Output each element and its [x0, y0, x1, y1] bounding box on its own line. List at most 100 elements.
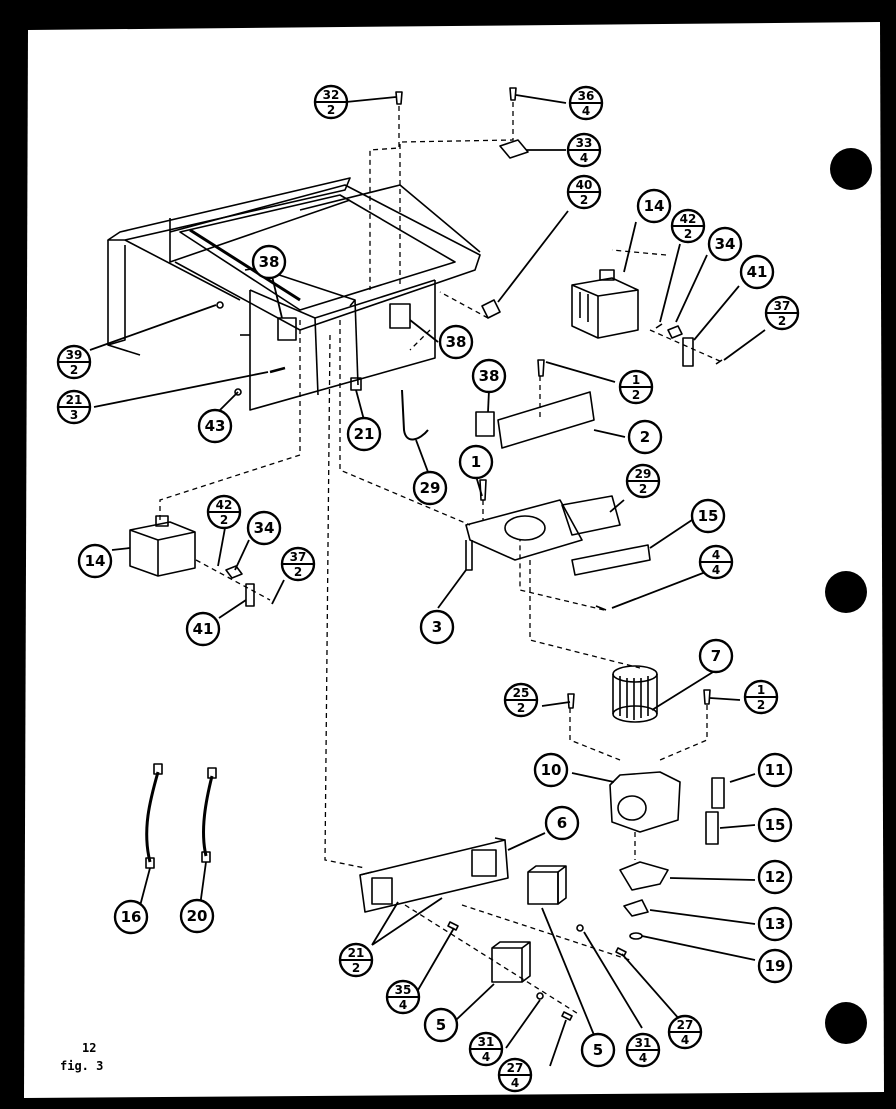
- callout-part-number: 36: [578, 89, 595, 103]
- callout-circle: [346, 416, 382, 452]
- callout-quantity: 3: [70, 408, 78, 422]
- callout-part-number: 27: [507, 1061, 524, 1075]
- callout-circle: [757, 948, 793, 984]
- callout-quantity: 2: [70, 363, 78, 377]
- callout-quantity: 4: [399, 998, 407, 1012]
- callout-27: 274: [497, 1057, 533, 1093]
- transformer-5b: [491, 941, 531, 983]
- callout-part-number: 40: [576, 178, 593, 192]
- callout-part-number: 6: [557, 814, 567, 832]
- callout-quantity: 4: [511, 1076, 519, 1090]
- callout-part-number: 5: [436, 1016, 446, 1034]
- callout-circle: [636, 188, 672, 224]
- callout-quantity: 2: [517, 701, 525, 715]
- callout-part-number: 38: [259, 253, 280, 271]
- callout-part-number: 35: [395, 983, 412, 997]
- callout-1: 12: [618, 369, 654, 405]
- screw-27b: [561, 1011, 573, 1021]
- bracket-6: [359, 837, 509, 913]
- bracket-33: [499, 139, 529, 159]
- callout-42: 422: [206, 494, 242, 530]
- callout-part-number: 2: [640, 428, 650, 446]
- motor-12: [619, 861, 669, 891]
- callout-37: 372: [280, 546, 316, 582]
- callout-34: 34: [707, 226, 743, 262]
- callout-43: 43: [197, 408, 233, 444]
- callout-part-number: 20: [187, 907, 208, 925]
- callout-quantity: 2: [757, 698, 765, 712]
- callout-41: 41: [739, 254, 775, 290]
- callout-part-number: 43: [205, 417, 226, 435]
- callout-part-number: 37: [774, 299, 791, 313]
- callout-25: 252: [503, 682, 539, 718]
- callout-part-number: 32: [323, 88, 340, 102]
- callout-37: 372: [764, 295, 800, 331]
- callout-quantity: 4: [482, 1050, 490, 1064]
- callout-part-number: 10: [541, 761, 562, 779]
- callout-15: 15: [757, 807, 793, 843]
- fan-blower-7: [612, 665, 658, 723]
- callout-31: 314: [468, 1031, 504, 1067]
- callout-part-number: 41: [193, 620, 214, 638]
- callout-part-number: 15: [765, 816, 786, 834]
- callout-part-number: 5: [593, 1041, 603, 1059]
- callout-quantity: 2: [294, 565, 302, 579]
- callout-part-number: 1: [632, 373, 640, 387]
- callout-quantity: 4: [582, 104, 590, 118]
- callout-circle: [419, 609, 455, 645]
- bracket-15b: [705, 811, 719, 845]
- callout-quantity: 4: [580, 151, 588, 165]
- screw-35: [447, 921, 459, 931]
- callout-circle: [580, 1032, 616, 1068]
- callout-3: 3: [419, 609, 455, 645]
- callout-circle: [179, 898, 215, 934]
- callout-circle: [458, 444, 494, 480]
- callout-part-number: 42: [216, 498, 233, 512]
- callout-circle: [438, 324, 474, 360]
- callout-21: 213: [56, 389, 92, 425]
- callout-5: 5: [580, 1032, 616, 1068]
- callout-21: 21: [346, 416, 382, 452]
- callout-quantity: 4: [712, 563, 720, 577]
- callout-circle: [698, 638, 734, 674]
- callout-42: 422: [670, 208, 706, 244]
- callout-part-number: 38: [446, 333, 467, 351]
- callout-part-number: 34: [715, 235, 736, 253]
- magnetron-left: [129, 515, 255, 607]
- callout-16: 16: [113, 899, 149, 935]
- callout-part-number: 34: [254, 519, 275, 537]
- punch-hole: [825, 1002, 867, 1044]
- paper: [24, 22, 884, 1098]
- callout-part-number: 12: [765, 868, 786, 886]
- wire-20: [202, 775, 214, 857]
- callout-41: 41: [185, 611, 221, 647]
- callout-21: 212: [338, 942, 374, 978]
- callout-1: 1: [458, 444, 494, 480]
- transformer-5a: [527, 865, 567, 905]
- callout-circle: [707, 226, 743, 262]
- nut-40: [481, 299, 501, 319]
- clip-13: [623, 899, 649, 917]
- assembly-lines: [159, 102, 723, 1016]
- callout-circle: [412, 470, 448, 506]
- callout-35: 354: [385, 979, 421, 1015]
- callout-38: 38: [438, 324, 474, 360]
- callout-circle: [197, 408, 233, 444]
- callout-part-number: 1: [757, 683, 765, 697]
- callout-circle: [423, 1007, 459, 1043]
- page-number: 12: [82, 1041, 96, 1055]
- callout-part-number: 1: [471, 453, 481, 471]
- callout-circle: [627, 419, 663, 455]
- callout-6: 6: [544, 805, 580, 841]
- callout-quantity: 4: [639, 1051, 647, 1065]
- nut-31b: [536, 992, 544, 1000]
- callout-part-number: 4: [712, 548, 720, 562]
- callout-circle: [544, 805, 580, 841]
- callout-part-number: 25: [513, 686, 530, 700]
- callout-32: 322: [313, 84, 349, 120]
- callout-circle: [757, 906, 793, 942]
- callout-33: 334: [566, 132, 602, 168]
- callout-part-number: 42: [680, 212, 697, 226]
- callout-circle: [533, 752, 569, 788]
